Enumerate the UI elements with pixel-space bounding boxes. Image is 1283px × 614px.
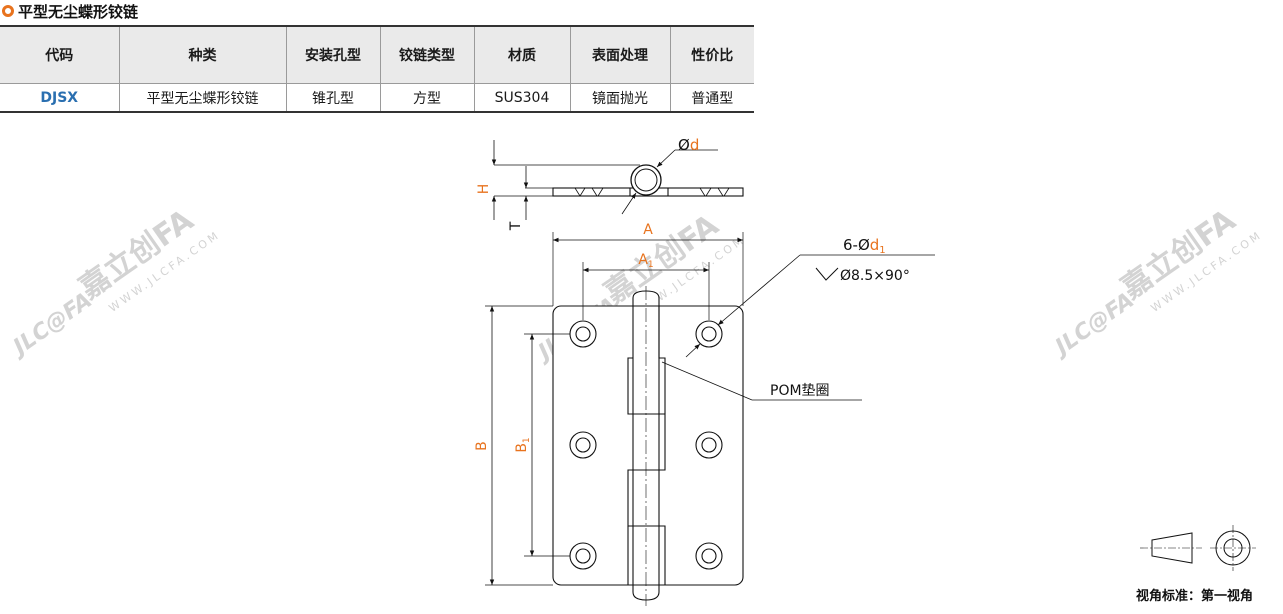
table-row: DJSX 平型无尘蝶形铰链 锥孔型 方型 SUS304 镜面抛光 普通型 <box>0 83 754 113</box>
header-value: 性价比 <box>669 25 754 84</box>
dim-d-label: Ød <box>678 136 699 154</box>
cell-hole-type: 锥孔型 <box>285 83 381 113</box>
header-type: 种类 <box>118 25 287 84</box>
header-code: 代码 <box>0 25 120 84</box>
view-standard-label: 视角标准：第一视角 <box>1136 588 1253 604</box>
cell-code[interactable]: DJSX <box>0 83 120 113</box>
front-view <box>485 232 935 606</box>
svg-text:JLC@FA: JLC@FA <box>1048 288 1139 362</box>
dim-H: H <box>476 184 492 195</box>
section-title-text: 平型无尘蝶形铰链 <box>18 2 139 21</box>
section-title: 平型无尘蝶形铰链 <box>2 1 138 21</box>
pom-washer-label: POM垫圈 <box>770 383 830 399</box>
circle-bullet-icon <box>2 5 14 17</box>
dim-B: B <box>474 441 490 451</box>
header-material: 材质 <box>473 25 571 84</box>
cell-value: 普通型 <box>669 83 754 113</box>
spec-table: 代码 种类 安装孔型 铰链类型 材质 表面处理 性价比 DJSX 平型无尘蝶形铰… <box>0 25 754 113</box>
watermark-left: JLC@FA 嘉立创FA WWW.JLCFA.COM <box>6 202 223 362</box>
countersink-spec: Ø8.5×90° <box>840 268 910 284</box>
watermark-right: JLC@FA 嘉立创FA WWW.JLCFA.COM <box>1048 202 1265 362</box>
side-view <box>491 140 744 220</box>
cell-type: 平型无尘蝶形铰链 <box>118 83 287 113</box>
header-hole-type: 安装孔型 <box>285 25 381 84</box>
svg-text:JLC@FA: JLC@FA <box>6 288 97 362</box>
dim-T: T <box>508 221 524 231</box>
cell-material: SUS304 <box>473 83 571 113</box>
dim-A: A <box>643 222 653 238</box>
table-header-row: 代码 种类 安装孔型 铰链类型 材质 表面处理 性价比 <box>0 25 754 84</box>
dim-A1: A1 <box>638 252 653 270</box>
first-angle-projection-icon <box>1140 525 1256 571</box>
holes-callout: 6-Ød1 <box>843 236 886 256</box>
header-surface: 表面处理 <box>569 25 671 84</box>
header-hinge-type: 铰链类型 <box>379 25 475 84</box>
dim-B1: B1 <box>514 437 532 452</box>
cell-surface: 镜面抛光 <box>569 83 671 113</box>
cell-hinge-type: 方型 <box>379 83 475 113</box>
